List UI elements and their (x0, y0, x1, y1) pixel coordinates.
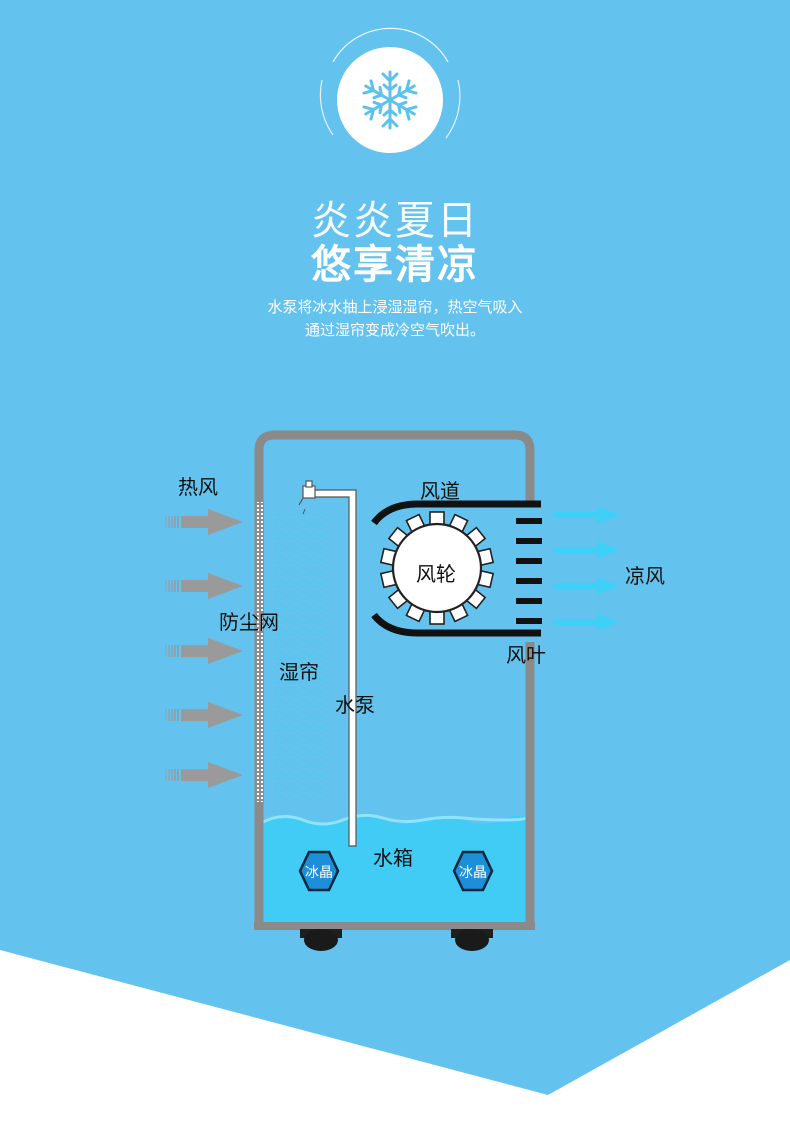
ice-crystal-badge-right (452, 850, 494, 892)
fan-wheel (379, 511, 495, 625)
fan-blade-vents (516, 518, 542, 624)
wet-curtain (274, 512, 328, 800)
cool-air-arrows (553, 506, 620, 631)
label-water-pump: 水泵 (335, 693, 375, 717)
dust-net (255, 502, 264, 802)
blue-arrow-icon (553, 577, 620, 595)
water-tank (262, 813, 527, 923)
label-dust-net: 防尘网 (219, 610, 279, 634)
label-ice-crystal-left: 冰晶 (305, 865, 333, 881)
gray-arrow-icon (165, 762, 243, 788)
hot-air-arrows (165, 509, 243, 788)
label-fan-blade: 风叶 (506, 643, 546, 667)
title-line-2: 悠享清凉 (311, 242, 479, 288)
description-line-1: 水泵将冰水抽上浸湿湿帘，热空气吸入 (267, 298, 523, 316)
wheel-left (300, 929, 342, 951)
cooler-casing (254, 430, 535, 930)
blue-arrow-icon (553, 613, 620, 631)
background-panel (0, 0, 790, 1095)
label-fan-wheel: 风轮 (416, 562, 456, 586)
label-air-duct: 风道 (420, 479, 460, 503)
description-line-2: 通过湿帘变成冷空气吹出。 (304, 321, 485, 339)
label-ice-crystal-right: 冰晶 (459, 865, 487, 881)
label-cool-wind: 凉风 (625, 564, 665, 588)
title-line-1: 炎炎夏日 (311, 198, 479, 244)
wheel-right (451, 929, 493, 951)
snowflake-icon (360, 70, 420, 130)
water-pump-pipe (298, 480, 357, 847)
ice-crystal-badge-left (298, 850, 340, 892)
label-hot-wind: 热风 (178, 475, 218, 499)
label-wet-curtain: 湿帘 (279, 660, 319, 684)
label-water-tank: 水箱 (373, 846, 413, 870)
blue-arrow-icon (553, 506, 620, 524)
gray-arrow-icon (165, 702, 243, 728)
snowflake-emblem (319, 27, 461, 153)
gray-arrow-icon (165, 509, 243, 535)
air-duct (371, 500, 541, 637)
gray-arrow-icon (165, 638, 243, 664)
blue-arrow-icon (553, 541, 620, 559)
gray-arrow-icon (165, 573, 243, 599)
